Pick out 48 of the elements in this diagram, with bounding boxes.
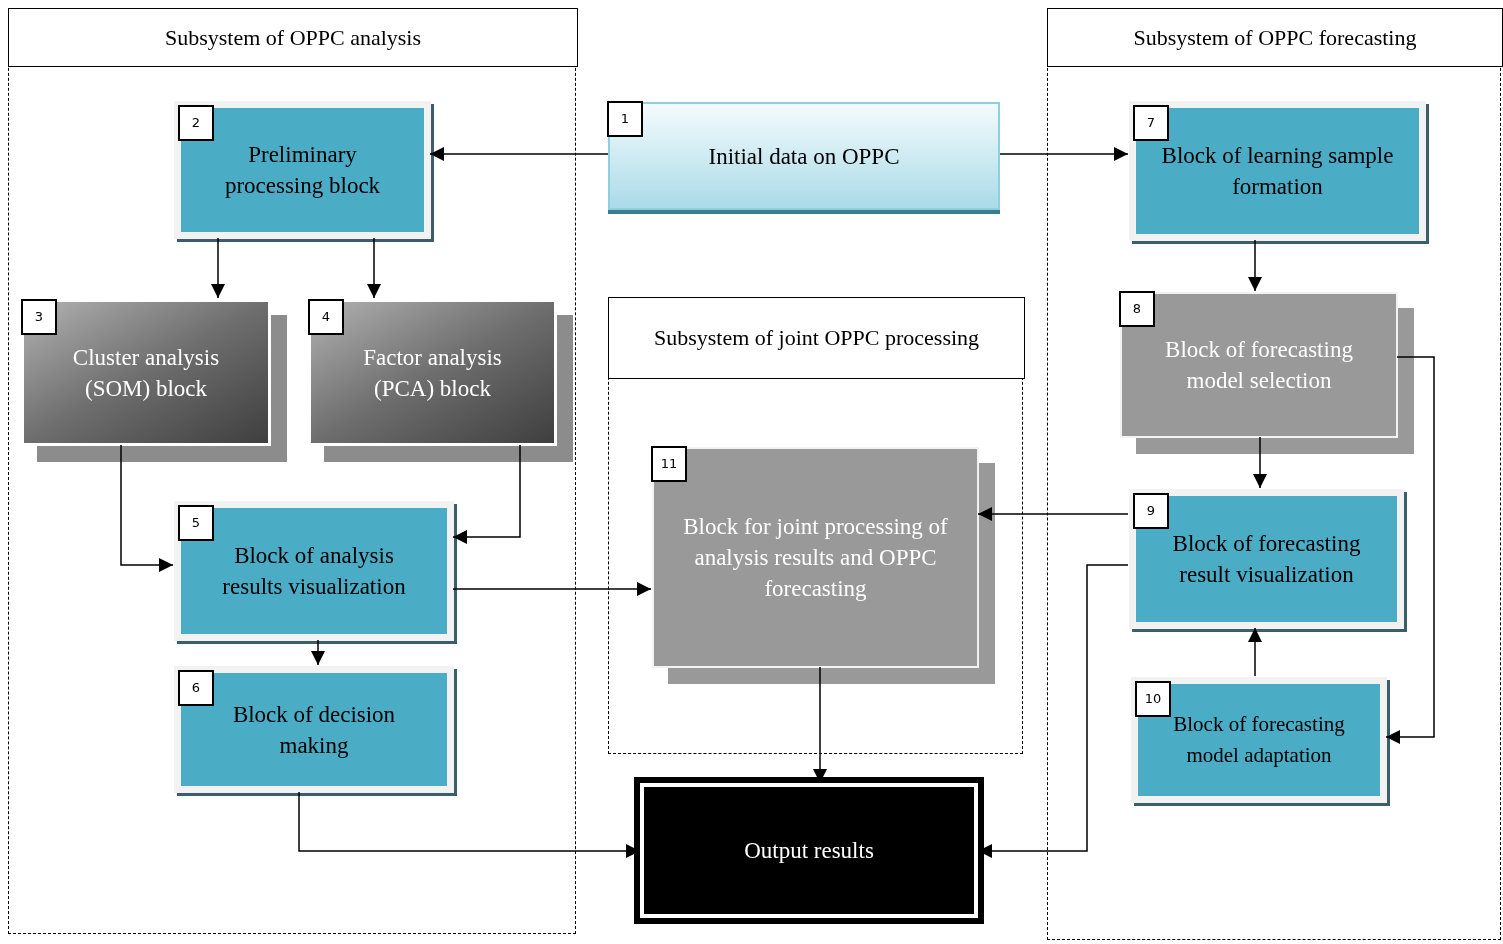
process-block — [174, 666, 454, 793]
process-block — [1129, 101, 1426, 241]
block-number: 11 — [651, 446, 687, 482]
subsystem-header: Subsystem of OPPC analysis — [8, 8, 578, 67]
subsystem-frame — [608, 297, 1023, 754]
block-title: Block of analysis results visualization — [221, 542, 407, 601]
subsystem-frame — [1047, 8, 1501, 940]
block-title: Cluster analysis (SOM) block — [71, 343, 221, 403]
process-block — [1129, 489, 1404, 629]
arrow — [1248, 627, 1262, 677]
arrow — [311, 639, 325, 666]
arrow — [367, 237, 381, 299]
arrow — [1385, 356, 1435, 744]
arrow — [211, 237, 225, 299]
block-title: Block of learning sample formation — [1160, 142, 1395, 201]
process-block — [174, 101, 431, 239]
arrow — [452, 582, 652, 596]
subsystem-header: Subsystem of joint OPPC processing — [608, 297, 1025, 379]
block-number: 2 — [178, 105, 214, 141]
block-number: 6 — [178, 670, 214, 706]
block-title: Factor analysis (PCA) block — [362, 343, 503, 403]
arrow — [1248, 239, 1262, 292]
block-number: 9 — [1133, 493, 1169, 529]
block-number: 5 — [178, 505, 214, 541]
block-number: 3 — [21, 299, 57, 335]
block-number: 7 — [1133, 105, 1169, 141]
process-block — [1131, 677, 1387, 803]
block-title: Preliminary processing block — [223, 141, 382, 200]
block-title: Block of forecasting model adaptation — [1172, 711, 1346, 769]
arrow — [999, 147, 1129, 161]
subsystem-frame — [8, 8, 576, 934]
block-title: Output results — [743, 837, 875, 865]
block-number: 1 — [607, 101, 643, 137]
block-title: Block of forecasting result visualization — [1171, 530, 1362, 589]
block-number: 8 — [1119, 291, 1155, 327]
arrow — [977, 507, 1129, 521]
arrow — [452, 444, 521, 544]
arrow — [429, 147, 609, 161]
block-title: Block of decision making — [231, 700, 397, 760]
block-number: 10 — [1135, 681, 1171, 717]
arrow — [120, 444, 174, 572]
subsystem-header: Subsystem of OPPC forecasting — [1047, 8, 1503, 67]
block-title: Block for joint processing of analysis results and OPPC forecasting — [682, 513, 949, 603]
block-number: 4 — [308, 299, 344, 335]
process-block — [174, 501, 454, 641]
block-title: Initial data on OPPC — [707, 142, 901, 171]
arrow — [1253, 436, 1267, 489]
block-title: Block of forecasting model selection — [1164, 336, 1354, 395]
